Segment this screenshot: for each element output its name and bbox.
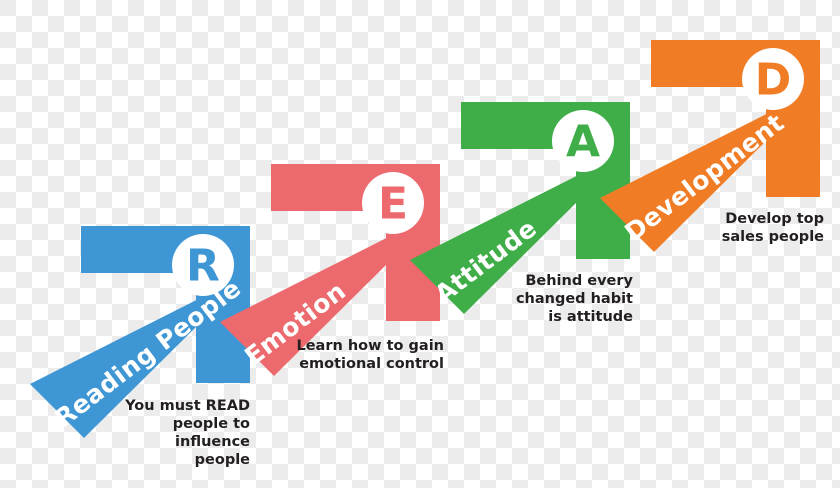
- badge-letter-a: A: [566, 117, 600, 168]
- arrow-diagonal-band-d: [600, 87, 820, 252]
- arrow-diagonal-band-e: [220, 211, 440, 376]
- caption-emotion: Learn how to gain emotional control: [296, 338, 444, 373]
- badge-circle-r: [172, 234, 234, 296]
- badge-letter-d: D: [755, 55, 792, 106]
- caption-attitude: Behind every changed habit is attitude: [515, 273, 633, 326]
- caption-development: Develop top sales people: [721, 211, 824, 246]
- badge-circle-a: [552, 110, 614, 172]
- arrow-diagonal-band-r: [30, 273, 250, 438]
- badge-circle-d: [742, 48, 804, 110]
- badge-circle-e: [362, 172, 424, 234]
- badge-letter-e: E: [378, 179, 408, 230]
- caption-reading-people: You must READ people to influence people: [125, 398, 250, 469]
- arrow-diagonal-band-a: [410, 149, 630, 314]
- badge-letter-r: R: [186, 241, 220, 292]
